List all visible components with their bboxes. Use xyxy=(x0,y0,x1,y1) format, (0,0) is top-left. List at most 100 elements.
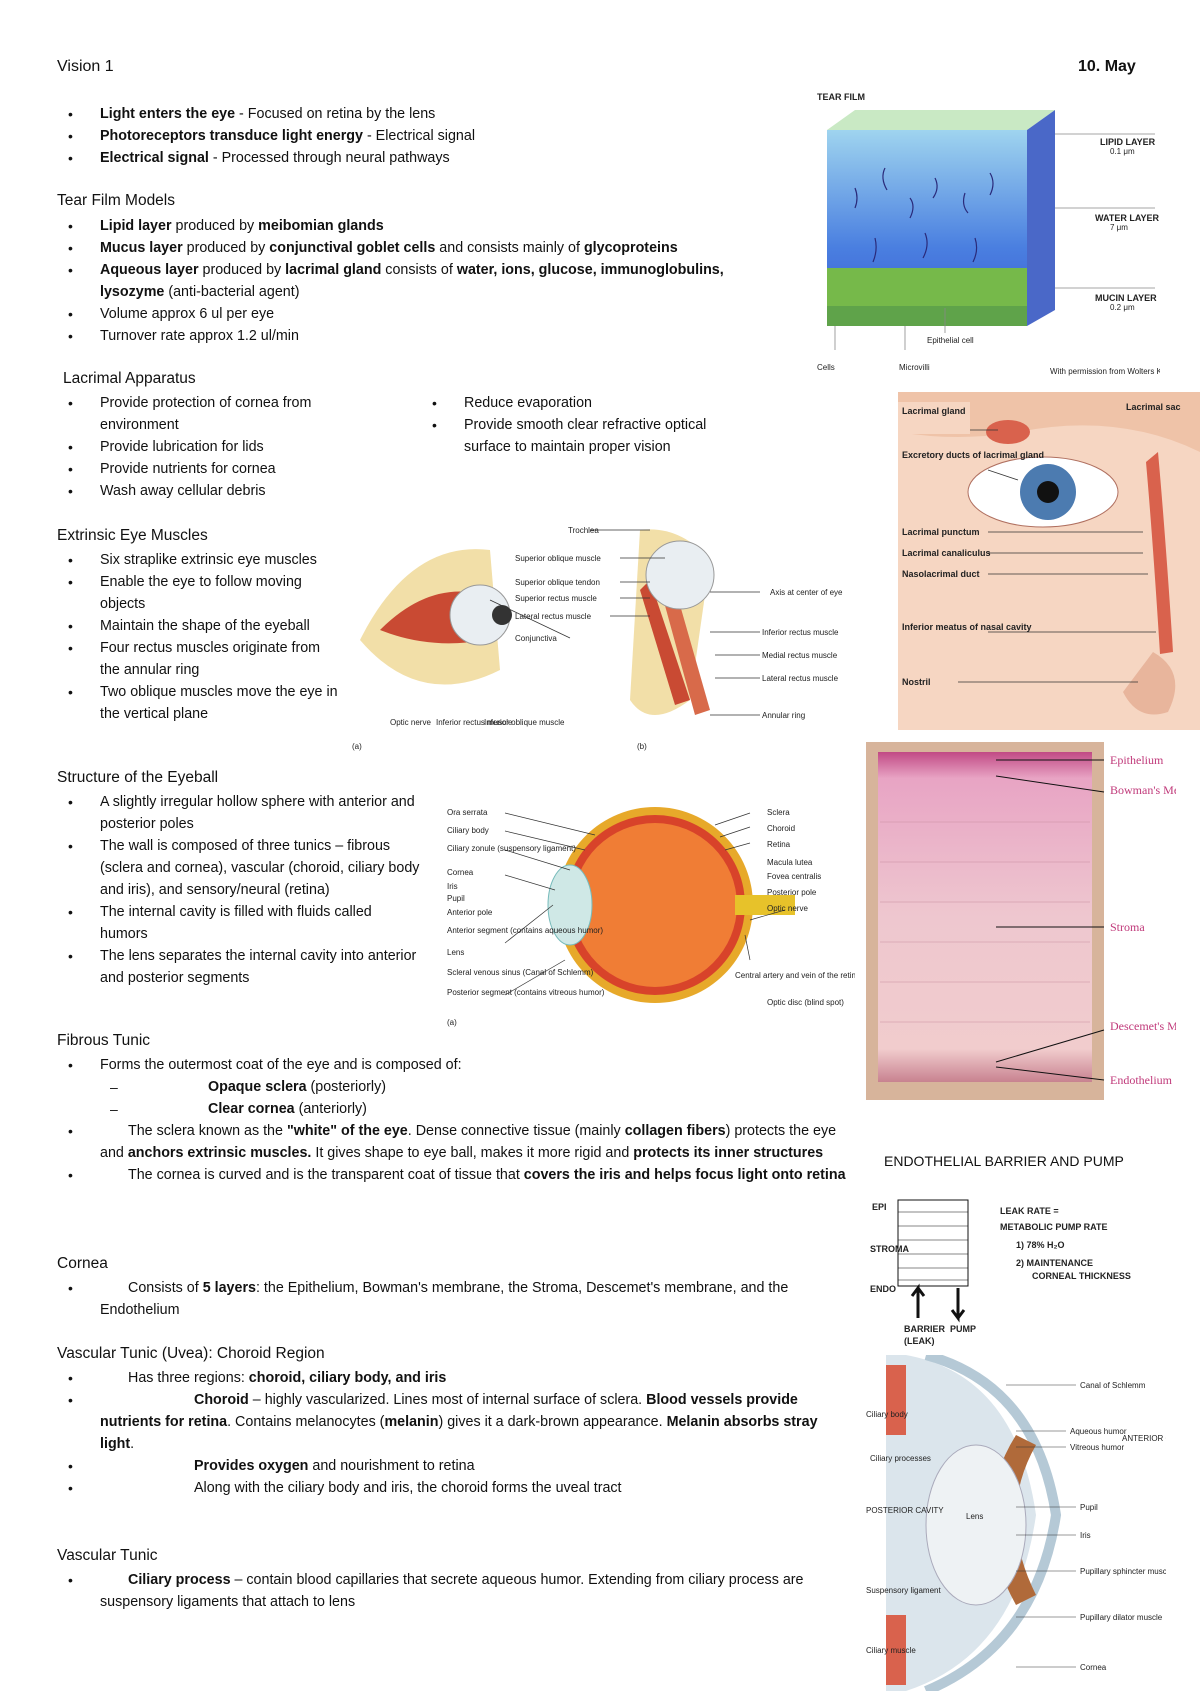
water-pct-label: 1) 78% H₂O xyxy=(1016,1240,1065,1250)
ciliary-body-lower xyxy=(886,1615,906,1685)
page-title: Vision 1 xyxy=(57,58,114,75)
barrier-label: BARRIER xyxy=(904,1324,946,1334)
mucin-layer-label: MUCIN LAYER xyxy=(1095,293,1157,303)
extrinsic-list: Six straplike extrinsic eye musclesEnabl… xyxy=(58,549,343,725)
endothelial-title: ENDOTHELIAL BARRIER AND PUMP xyxy=(884,1153,1124,1169)
vascular-item: Ciliary process – contain blood capillar… xyxy=(58,1569,848,1613)
epithelium-label: Epithelium xyxy=(1110,753,1164,767)
pump-label: PUMP xyxy=(950,1324,976,1334)
ciliary-zonule-label: Ciliary zonule (suspensory ligament) xyxy=(447,844,576,853)
panel-a-label: (a) xyxy=(352,742,362,751)
ciliary-figure: Ciliary body Ciliary processes POSTERIOR… xyxy=(866,1355,1166,1691)
muscle-b1 xyxy=(640,580,690,705)
corneal-thickness-label: CORNEAL THICKNESS xyxy=(1032,1271,1131,1281)
endothelium-label: Endothelium xyxy=(1110,1073,1173,1087)
panel-b-label: (b) xyxy=(637,742,647,751)
optic-nerve-label: Optic nerve xyxy=(390,718,431,727)
excretory-ducts-label: Excretory ducts of lacrimal gland xyxy=(902,450,1044,460)
lacrimal-item: Wash away cellular debris xyxy=(58,480,358,502)
uvea-list: Has three regions: choroid, ciliary body… xyxy=(58,1367,848,1499)
cells-label: Cells xyxy=(817,363,835,372)
pupil xyxy=(1037,481,1059,503)
ciliary-body-upper xyxy=(886,1365,906,1435)
ciliary-body-label: Ciliary body xyxy=(447,826,489,835)
structure-list: A slightly irregular hollow sphere with … xyxy=(58,791,420,989)
water-layer-label: WATER LAYER xyxy=(1095,213,1160,223)
vitreous-humor-label: Vitreous humor xyxy=(1070,1443,1124,1452)
ciliary-leaders xyxy=(1006,1384,1076,1668)
vascular-heading: Vascular Tunic xyxy=(57,1547,158,1564)
fibrous-dash-item: Opaque sclera (posteriorly) xyxy=(58,1076,848,1098)
lateral-rectus-label-b: Lateral rectus muscle xyxy=(762,674,839,683)
tear-film-item: Lipid layer produced by meibomian glands xyxy=(58,215,778,237)
inferior-rectus-label-b: Inferior rectus muscle xyxy=(762,628,839,637)
vascular-list: Ciliary process – contain blood capillar… xyxy=(58,1569,848,1613)
label-bg xyxy=(898,402,970,434)
lacrimal-item: Provide nutrients for cornea xyxy=(58,458,358,480)
tear-film-top xyxy=(827,110,1055,130)
inferior-rectus-label-a: Inferior rectus muscle xyxy=(436,718,513,727)
optic-disc-label: Optic disc (blind spot) xyxy=(767,998,844,1007)
ciliary-body-fig-label: Ciliary body xyxy=(866,1410,908,1419)
pupil-fig2-label: Pupil xyxy=(1080,1503,1098,1512)
page-date: 10. May xyxy=(1078,58,1136,75)
water-layer-unit: 7 μm xyxy=(1110,223,1128,232)
tear-film-side xyxy=(1027,110,1055,326)
canal-schlemm-label: Scleral venous sinus (Canal of Schlemm) xyxy=(447,968,594,977)
sclera-fig-label: Sclera xyxy=(767,808,790,817)
barrier-arrow xyxy=(910,1283,926,1318)
nostril-shape xyxy=(1123,652,1176,715)
stroma-side-label: STROMA xyxy=(870,1244,909,1254)
lacrimal-sac-label: Lacrimal sac xyxy=(1126,402,1181,412)
vitreous-shape xyxy=(573,823,737,987)
conjunctiva-label: Conjunctiva xyxy=(515,634,557,643)
metabolic-pump-label: METABOLIC PUMP RATE xyxy=(1000,1222,1108,1232)
lacrimal-gland-label: Lacrimal gland xyxy=(902,406,966,416)
cornea-block xyxy=(897,1199,969,1287)
cornea-item: Consists of 5 layers: the Epithelium, Bo… xyxy=(58,1277,848,1321)
nasolacrimal-duct-shape xyxy=(1146,452,1173,654)
lacrimal-item: Provide lubrication for lids xyxy=(58,436,358,458)
histology-leaders xyxy=(995,759,1105,1081)
lens-center-label: Lens xyxy=(966,1512,983,1521)
microvilli-label: Microvilli xyxy=(899,363,930,372)
uvea-heading: Vascular Tunic (Uvea): Choroid Region xyxy=(57,1345,325,1362)
dilator-label: Pupillary dilator muscle xyxy=(1080,1613,1163,1622)
canal-schlemm-fig-label: Canal of Schlemm xyxy=(1080,1381,1146,1390)
nasolacrimal-duct-label: Nasolacrimal duct xyxy=(902,569,980,579)
lipid-layer-unit: 0.1 μm xyxy=(1110,147,1135,156)
fibrous-heading: Fibrous Tunic xyxy=(57,1032,151,1049)
tear-film-figure: TEAR FILM LIPID LAYER 0.1 μm WATER LAYER… xyxy=(817,92,1160,376)
uvea-item: Provides oxygen and nourishment to retin… xyxy=(58,1455,848,1477)
fibrous-item: The sclera known as the "white" of the e… xyxy=(58,1120,848,1164)
extrinsic-item: Two oblique muscles move the eye in the … xyxy=(58,681,343,725)
ciliary-muscle-label: Ciliary muscle xyxy=(866,1646,916,1655)
mucin-layer-band xyxy=(827,268,1027,308)
extrinsic-muscles-figure: Trochlea Superior oblique muscle Superio… xyxy=(352,526,843,751)
tear-film-item: Mucus layer produced by conjunctival gob… xyxy=(58,237,778,259)
superior-oblique-tendon-label: Superior oblique tendon xyxy=(515,578,600,587)
fibrous-intro: Forms the outermost coat of the eye and … xyxy=(58,1054,848,1076)
lacrimal-leaders xyxy=(958,429,1156,683)
lens-fig-shape xyxy=(925,1444,1027,1606)
lacrimal-canaliculus-label: Lacrimal canaliculus xyxy=(902,548,991,558)
axis-label: Axis at center of eye xyxy=(770,588,843,597)
endothelial-pump-figure: ENDOTHELIAL BARRIER AND PUMP EPI STROMA … xyxy=(870,1153,1131,1346)
fibrous-dash-item: Clear cornea (anteriorly) xyxy=(58,1098,848,1120)
inferior-meatus-label: Inferior meatus of nasal cavity xyxy=(902,622,1032,632)
bowmans-label: Bowman's Membrane xyxy=(1110,783,1176,797)
macula-label: Macula lutea xyxy=(767,858,813,867)
central-artery-label: Central artery and vein of the retina xyxy=(735,971,855,980)
pupil-a xyxy=(492,605,512,625)
uvea-item: Along with the ciliary body and iris, th… xyxy=(58,1477,848,1499)
eyeball-panel-label: (a) xyxy=(447,1018,457,1027)
iris-fig2-label: Iris xyxy=(1080,1531,1091,1540)
structure-item: The wall is composed of three tunics – f… xyxy=(58,835,420,901)
lacrimal-list-left: Provide protection of cornea from enviro… xyxy=(58,392,358,502)
tear-film-credit: With permission from Wolters Kluwer xyxy=(1050,367,1160,376)
muscle-leaders xyxy=(489,529,760,716)
lacrimal-punctum-label: Lacrimal punctum xyxy=(902,527,980,537)
posterior-segment-label: Posterior segment (contains vitreous hum… xyxy=(447,988,605,997)
maintenance-label: 2) MAINTENANCE xyxy=(1016,1258,1093,1268)
structure-item: The internal cavity is filled with fluid… xyxy=(58,901,420,945)
